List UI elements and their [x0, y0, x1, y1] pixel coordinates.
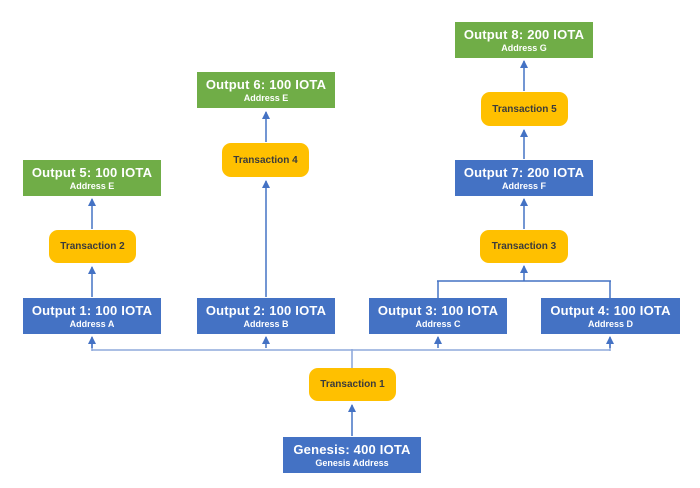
node-subtitle: Address D [587, 318, 633, 329]
node-transaction-1: Transaction 1 [309, 368, 396, 401]
node-subtitle: Address E [243, 92, 289, 103]
transaction-label: Transaction 4 [233, 154, 298, 166]
node-subtitle: Address E [69, 180, 115, 191]
node-output-8: Output 8: 200 IOTA Address G [455, 22, 593, 58]
node-subtitle: Address F [501, 180, 546, 191]
node-title: Output 8: 200 IOTA [463, 26, 585, 42]
node-title: Output 7: 200 IOTA [463, 164, 585, 180]
distribution-bracket [91, 344, 611, 368]
node-output-7: Output 7: 200 IOTA Address F [455, 160, 593, 196]
node-transaction-5: Transaction 5 [481, 92, 568, 126]
node-title: Genesis: 400 IOTA [293, 441, 411, 457]
node-subtitle: Genesis Address [315, 457, 389, 468]
node-title: Output 6: 100 IOTA [205, 76, 327, 92]
node-title: Output 5: 100 IOTA [31, 164, 153, 180]
node-subtitle: Address B [243, 318, 289, 329]
node-output-2: Output 2: 100 IOTA Address B [197, 298, 335, 334]
node-subtitle: Address C [415, 318, 461, 329]
transaction-label: Transaction 5 [492, 103, 557, 115]
node-output-5: Output 5: 100 IOTA Address E [23, 160, 161, 196]
node-subtitle: Address G [501, 42, 547, 53]
node-title: Output 4: 100 IOTA [550, 302, 671, 318]
transaction-label: Transaction 3 [491, 241, 557, 252]
node-subtitle: Address A [69, 318, 115, 329]
transaction-label: Transaction 2 [60, 241, 125, 252]
node-title: Output 1: 100 IOTA [31, 302, 153, 318]
node-transaction-4: Transaction 4 [222, 143, 309, 177]
node-output-4: Output 4: 100 IOTA Address D [541, 298, 680, 334]
join-bracket [437, 280, 611, 298]
node-output-6: Output 6: 100 IOTA Address E [197, 72, 335, 108]
node-output-3: Output 3: 100 IOTA Address C [369, 298, 507, 334]
node-output-1: Output 1: 100 IOTA Address A [23, 298, 161, 334]
node-title: Output 3: 100 IOTA [377, 302, 499, 318]
node-transaction-3: Transaction 3 [480, 230, 568, 263]
node-genesis: Genesis: 400 IOTA Genesis Address [283, 437, 421, 473]
node-title: Output 2: 100 IOTA [205, 302, 327, 318]
node-transaction-2: Transaction 2 [49, 230, 136, 263]
transaction-label: Transaction 1 [320, 379, 385, 390]
